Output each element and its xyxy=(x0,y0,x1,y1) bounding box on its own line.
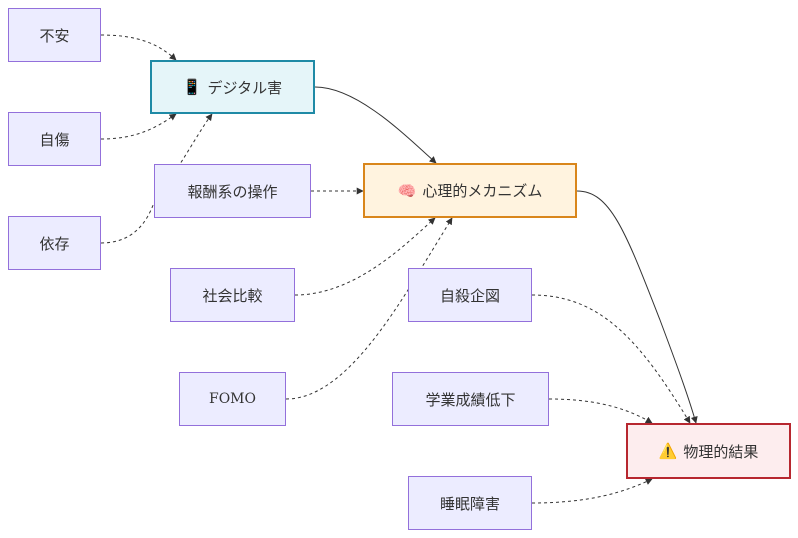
phone-icon: 📱 xyxy=(182,78,202,96)
node-label: デジタル害 xyxy=(207,78,283,97)
node-addiction: 依存 xyxy=(8,216,101,270)
edge-sleep-disorder-to-physical-results xyxy=(531,478,653,504)
warning-icon: ⚠️ xyxy=(658,442,678,460)
node-label: 報酬系の操作 xyxy=(187,182,278,201)
edge-suicide-attempt-to-physical-results xyxy=(531,294,691,424)
node-academic-decline: 学業成績低下 xyxy=(392,372,549,426)
node-label: 物理的結果 xyxy=(683,442,759,461)
brain-icon: 🧠 xyxy=(397,181,417,200)
node-sleep-disorder: 睡眠障害 xyxy=(408,476,532,530)
node-physical-results: ⚠️ 物理的結果 xyxy=(626,423,791,479)
edge-digital-harm-to-mental-mechanism xyxy=(314,86,437,164)
node-label: 自傷 xyxy=(39,130,70,149)
node-social-comparison: 社会比較 xyxy=(170,268,295,322)
edge-academic-decline-to-physical-results xyxy=(548,398,653,424)
node-reward-manipulation: 報酬系の操作 xyxy=(154,164,311,218)
node-label: 不安 xyxy=(39,26,70,45)
node-label: 睡眠障害 xyxy=(439,494,500,513)
node-self-harm: 自傷 xyxy=(8,112,101,166)
node-label: 学業成績低下 xyxy=(425,390,516,409)
node-label: 自殺企図 xyxy=(439,286,500,305)
node-label: FOMO xyxy=(208,391,256,407)
node-label: 心理的メカニズム xyxy=(422,182,543,200)
edge-mental-mechanism-to-physical-results xyxy=(576,190,698,424)
node-label: 社会比較 xyxy=(202,286,263,305)
node-anxiety: 不安 xyxy=(8,8,101,62)
node-digital-harm: 📱 デジタル害 xyxy=(150,60,315,114)
node-suicide-attempt: 自殺企図 xyxy=(408,268,532,322)
node-fomo: FOMO xyxy=(179,372,286,426)
edge-self-harm-to-digital-harm xyxy=(100,113,177,140)
node-mental-mechanism: 🧠 心理的メカニズム xyxy=(363,163,577,218)
node-label: 依存 xyxy=(39,234,70,253)
edge-anxiety-to-digital-harm xyxy=(100,34,177,61)
